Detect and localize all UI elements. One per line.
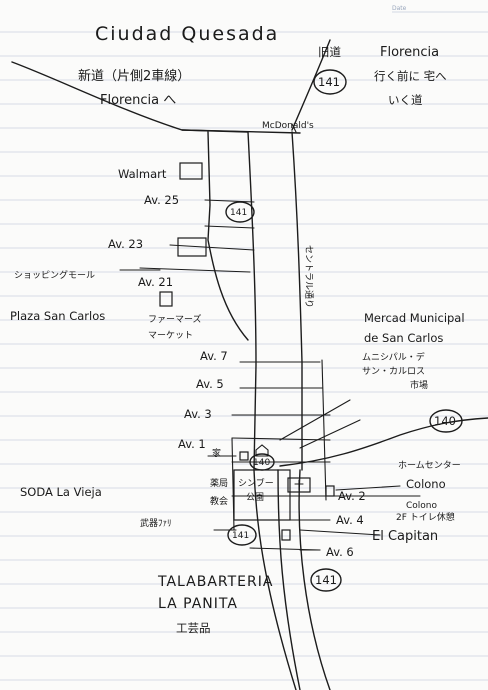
- florencia-old-road-label: Florencia: [380, 45, 439, 60]
- svg-text:141: 141: [232, 531, 249, 541]
- av21-label: Av. 21: [138, 275, 173, 289]
- map-title: Ciudad Quesada: [95, 23, 279, 45]
- home-center-label: ホームセンター: [398, 460, 461, 471]
- new-road-label: 新道（片側2車線）: [78, 68, 190, 84]
- mercado-label-2: de San Carlos: [364, 331, 443, 345]
- route-badge-140-a: 140: [429, 409, 463, 433]
- farmers-market-box: [159, 291, 173, 307]
- florencia-note-2: いく道: [388, 93, 423, 107]
- mercado-jp-1: ムニシパル・デ: [362, 351, 425, 363]
- farmers-market-jp-2: マーケット: [148, 330, 193, 341]
- av3-label: Av. 3: [184, 407, 212, 421]
- soda-label: SODA La Vieja: [20, 485, 102, 499]
- talabarteria-label-1: TALABARTERIA: [157, 574, 273, 590]
- av1-label: Av. 1: [178, 437, 206, 451]
- old-road-label: 旧道: [318, 45, 341, 59]
- talabarteria-jp-label: 工芸品: [176, 621, 211, 635]
- mercado-label-1: Mercad Municipal: [364, 311, 465, 325]
- route-badge-141-d: 141: [310, 568, 342, 592]
- central-avenue-label: セントラル通り: [303, 245, 314, 308]
- el-capitan-box: [281, 529, 291, 541]
- svg-text:141: 141: [318, 75, 340, 89]
- mall-jp-label: ショッピングモール: [14, 269, 95, 281]
- walmart-box: [179, 162, 203, 180]
- colono-label-2: Colono: [406, 501, 438, 511]
- florencia-new-road-label: Florencia へ: [100, 93, 176, 108]
- roads: [11, 39, 488, 690]
- colono-label-1: Colono: [406, 477, 446, 491]
- pharmacy-label: 薬局: [210, 477, 228, 489]
- florencia-note-1: 行く前に 宅へ: [374, 69, 447, 83]
- route-badge-140-b: 140: [249, 453, 275, 471]
- av2-label: Av. 2: [338, 489, 366, 503]
- notebook-ruling: [0, 11, 488, 681]
- mercado-jp-3: 市場: [410, 379, 428, 391]
- house-box: [239, 451, 249, 461]
- church-cross-icon: [294, 479, 304, 491]
- av5-label: Av. 5: [196, 377, 224, 391]
- church-box: [287, 477, 311, 493]
- svg-text:141: 141: [230, 208, 247, 218]
- house-label: 家: [212, 447, 221, 459]
- av25-label: Av. 25: [144, 193, 179, 207]
- av6-label: Av. 6: [326, 545, 354, 559]
- av7-label: Av. 7: [200, 349, 228, 363]
- house-icon: [255, 444, 269, 457]
- mercado-jp-2: サン・カルロス: [362, 366, 425, 377]
- colono-box: [325, 485, 335, 497]
- date-label: Date: [392, 5, 407, 12]
- park-jp-1: シンブー: [238, 477, 274, 489]
- walmart-label: Walmart: [118, 167, 167, 181]
- svg-text:140: 140: [253, 458, 270, 468]
- park-jp-2: 公園: [246, 492, 264, 503]
- colono-jp-label: 2F トイレ休憩: [396, 511, 455, 523]
- mall-box: [177, 237, 207, 257]
- church-label: 教会: [210, 495, 228, 507]
- plaza-label: Plaza San Carlos: [10, 309, 105, 323]
- wallet-label: 武器ﾌｧﾘ: [140, 517, 172, 529]
- farmers-market-jp-1: ファーマーズ: [148, 313, 202, 325]
- pointers: [119, 123, 401, 551]
- av4-label: Av. 4: [336, 513, 364, 527]
- buildings: [159, 162, 335, 541]
- av23-label: Av. 23: [108, 237, 143, 251]
- route-badge-141-b: 141: [225, 201, 255, 223]
- svg-text:140: 140: [434, 414, 456, 428]
- svg-text:141: 141: [315, 573, 337, 587]
- route-badge-141-a: 141: [313, 69, 347, 95]
- talabarteria-label-2: LA PANITA: [158, 596, 238, 612]
- el-capitan-label: El Capitan: [372, 529, 438, 544]
- mcdonalds-label: McDonald's: [262, 121, 314, 131]
- route-badge-141-c: 141: [227, 524, 257, 546]
